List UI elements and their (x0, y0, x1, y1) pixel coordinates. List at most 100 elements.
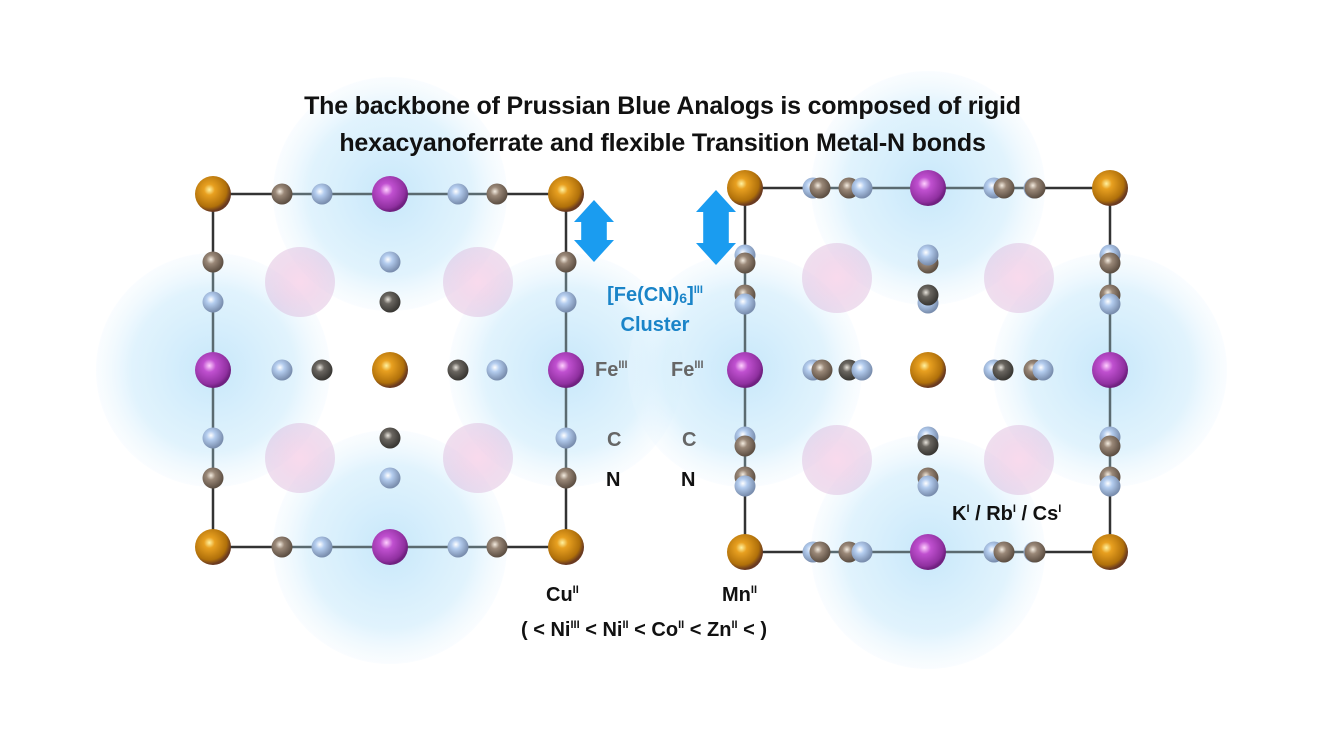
carbon-atom (202, 251, 224, 273)
fe-atom (548, 529, 584, 565)
title-line-2: hexacyanoferrate and flexible Transition… (339, 129, 986, 157)
nitrogen-atom (1099, 293, 1121, 315)
fe-atom (195, 176, 231, 212)
alkali-site-sphere (984, 243, 1054, 313)
carbon-atom (486, 536, 508, 558)
carbon-atom (271, 536, 293, 558)
nitrogen-atom (1032, 359, 1054, 381)
coordination-halos (96, 71, 1227, 669)
fe-atom (372, 352, 408, 388)
alkali-site-sphere (802, 243, 872, 313)
carbon-atom (993, 177, 1015, 199)
arrows (574, 190, 736, 265)
nitrogen-atom (447, 536, 469, 558)
carbon-atom (1099, 435, 1121, 457)
fe-atom (548, 176, 584, 212)
metal-atom (372, 529, 408, 565)
series-item: NiIII (550, 618, 580, 641)
left-metal-label: CuII (546, 583, 579, 606)
metal-atom (910, 534, 946, 570)
alkali-site-sphere (984, 425, 1054, 495)
carbon-atom (811, 359, 833, 381)
nitrogen-atom (271, 359, 293, 381)
nitrogen-atom (379, 467, 401, 489)
carbon-atom-dark (917, 434, 939, 456)
nitrogen-atom (734, 293, 756, 315)
nitrogen-atom (311, 183, 333, 205)
double-headed-arrow-icon (574, 200, 614, 262)
carbon-atom (1099, 252, 1121, 274)
right-n-label: N (681, 469, 696, 491)
metal-atom (910, 170, 946, 206)
carbon-atom-dark (917, 284, 939, 306)
alkali-site-sphere (443, 247, 513, 317)
carbon-atom (809, 541, 831, 563)
fe-atom (727, 170, 763, 206)
alkali-item: RbI (986, 502, 1016, 525)
alkali-site-sphere (265, 247, 335, 317)
metal-atom (1092, 352, 1128, 388)
double-headed-arrow-icon (696, 190, 736, 265)
nitrogen-atom (1099, 475, 1121, 497)
metal-series-label: ( < NiIII < NiII < CoII < ZnII < ) (521, 618, 768, 641)
metal-atom (195, 352, 231, 388)
nitrogen-atom (851, 359, 873, 381)
carbon-atom-dark (447, 359, 469, 381)
nitrogen-atom (202, 427, 224, 449)
alkali-item: CsI (1032, 502, 1062, 525)
carbon-atom (993, 541, 1015, 563)
carbon-atom (1024, 541, 1046, 563)
carbon-atom-dark (992, 359, 1014, 381)
fe-atom (727, 534, 763, 570)
cluster-formula-label: [Fe(CN)6]III (607, 283, 703, 307)
fe-atom (195, 529, 231, 565)
carbon-atom (202, 467, 224, 489)
carbon-atom (555, 467, 577, 489)
metal-atom (548, 352, 584, 388)
cluster-word-label: Cluster (620, 314, 690, 336)
series-item: ZnII (707, 618, 738, 641)
series-item: NiII (602, 618, 629, 641)
nitrogen-atom (851, 177, 873, 199)
nitrogen-atom (851, 541, 873, 563)
fe-atom (910, 352, 946, 388)
nitrogen-atom (734, 475, 756, 497)
right-fe-label: FeIII (671, 358, 704, 381)
alkali-site-sphere (265, 423, 335, 493)
nitrogen-atom (917, 475, 939, 497)
nitrogen-atom (486, 359, 508, 381)
carbon-atom (734, 252, 756, 274)
fe-atom (1092, 170, 1128, 206)
fe-atom (1092, 534, 1128, 570)
carbon-atom-dark (311, 359, 333, 381)
nitrogen-atom (447, 183, 469, 205)
alkali-ion-sites (265, 243, 1054, 495)
metal-atom (727, 352, 763, 388)
carbon-atom (486, 183, 508, 205)
carbon-atom-dark (379, 427, 401, 449)
alkali-label: KI / RbI / CsI (952, 502, 1062, 525)
left-n-label: N (606, 469, 621, 491)
carbon-atom (1024, 177, 1046, 199)
metal-atom (372, 176, 408, 212)
carbon-atom (555, 251, 577, 273)
right-c-label: C (682, 429, 697, 451)
right-metal-label: MnII (722, 583, 758, 606)
left-c-label: C (607, 429, 622, 451)
nitrogen-atom (555, 427, 577, 449)
carbon-atom (734, 435, 756, 457)
carbon-atom (809, 177, 831, 199)
nitrogen-atom (311, 536, 333, 558)
carbon-atom-dark (379, 291, 401, 313)
nitrogen-atom (555, 291, 577, 313)
nitrogen-atom (379, 251, 401, 273)
series-item: CoII (651, 618, 685, 641)
alkali-site-sphere (443, 423, 513, 493)
alkali-item: KI (952, 502, 970, 525)
alkali-site-sphere (802, 425, 872, 495)
nitrogen-atom (917, 244, 939, 266)
carbon-atom (271, 183, 293, 205)
nitrogen-atom (202, 291, 224, 313)
left-fe-label: FeIII (595, 358, 628, 381)
